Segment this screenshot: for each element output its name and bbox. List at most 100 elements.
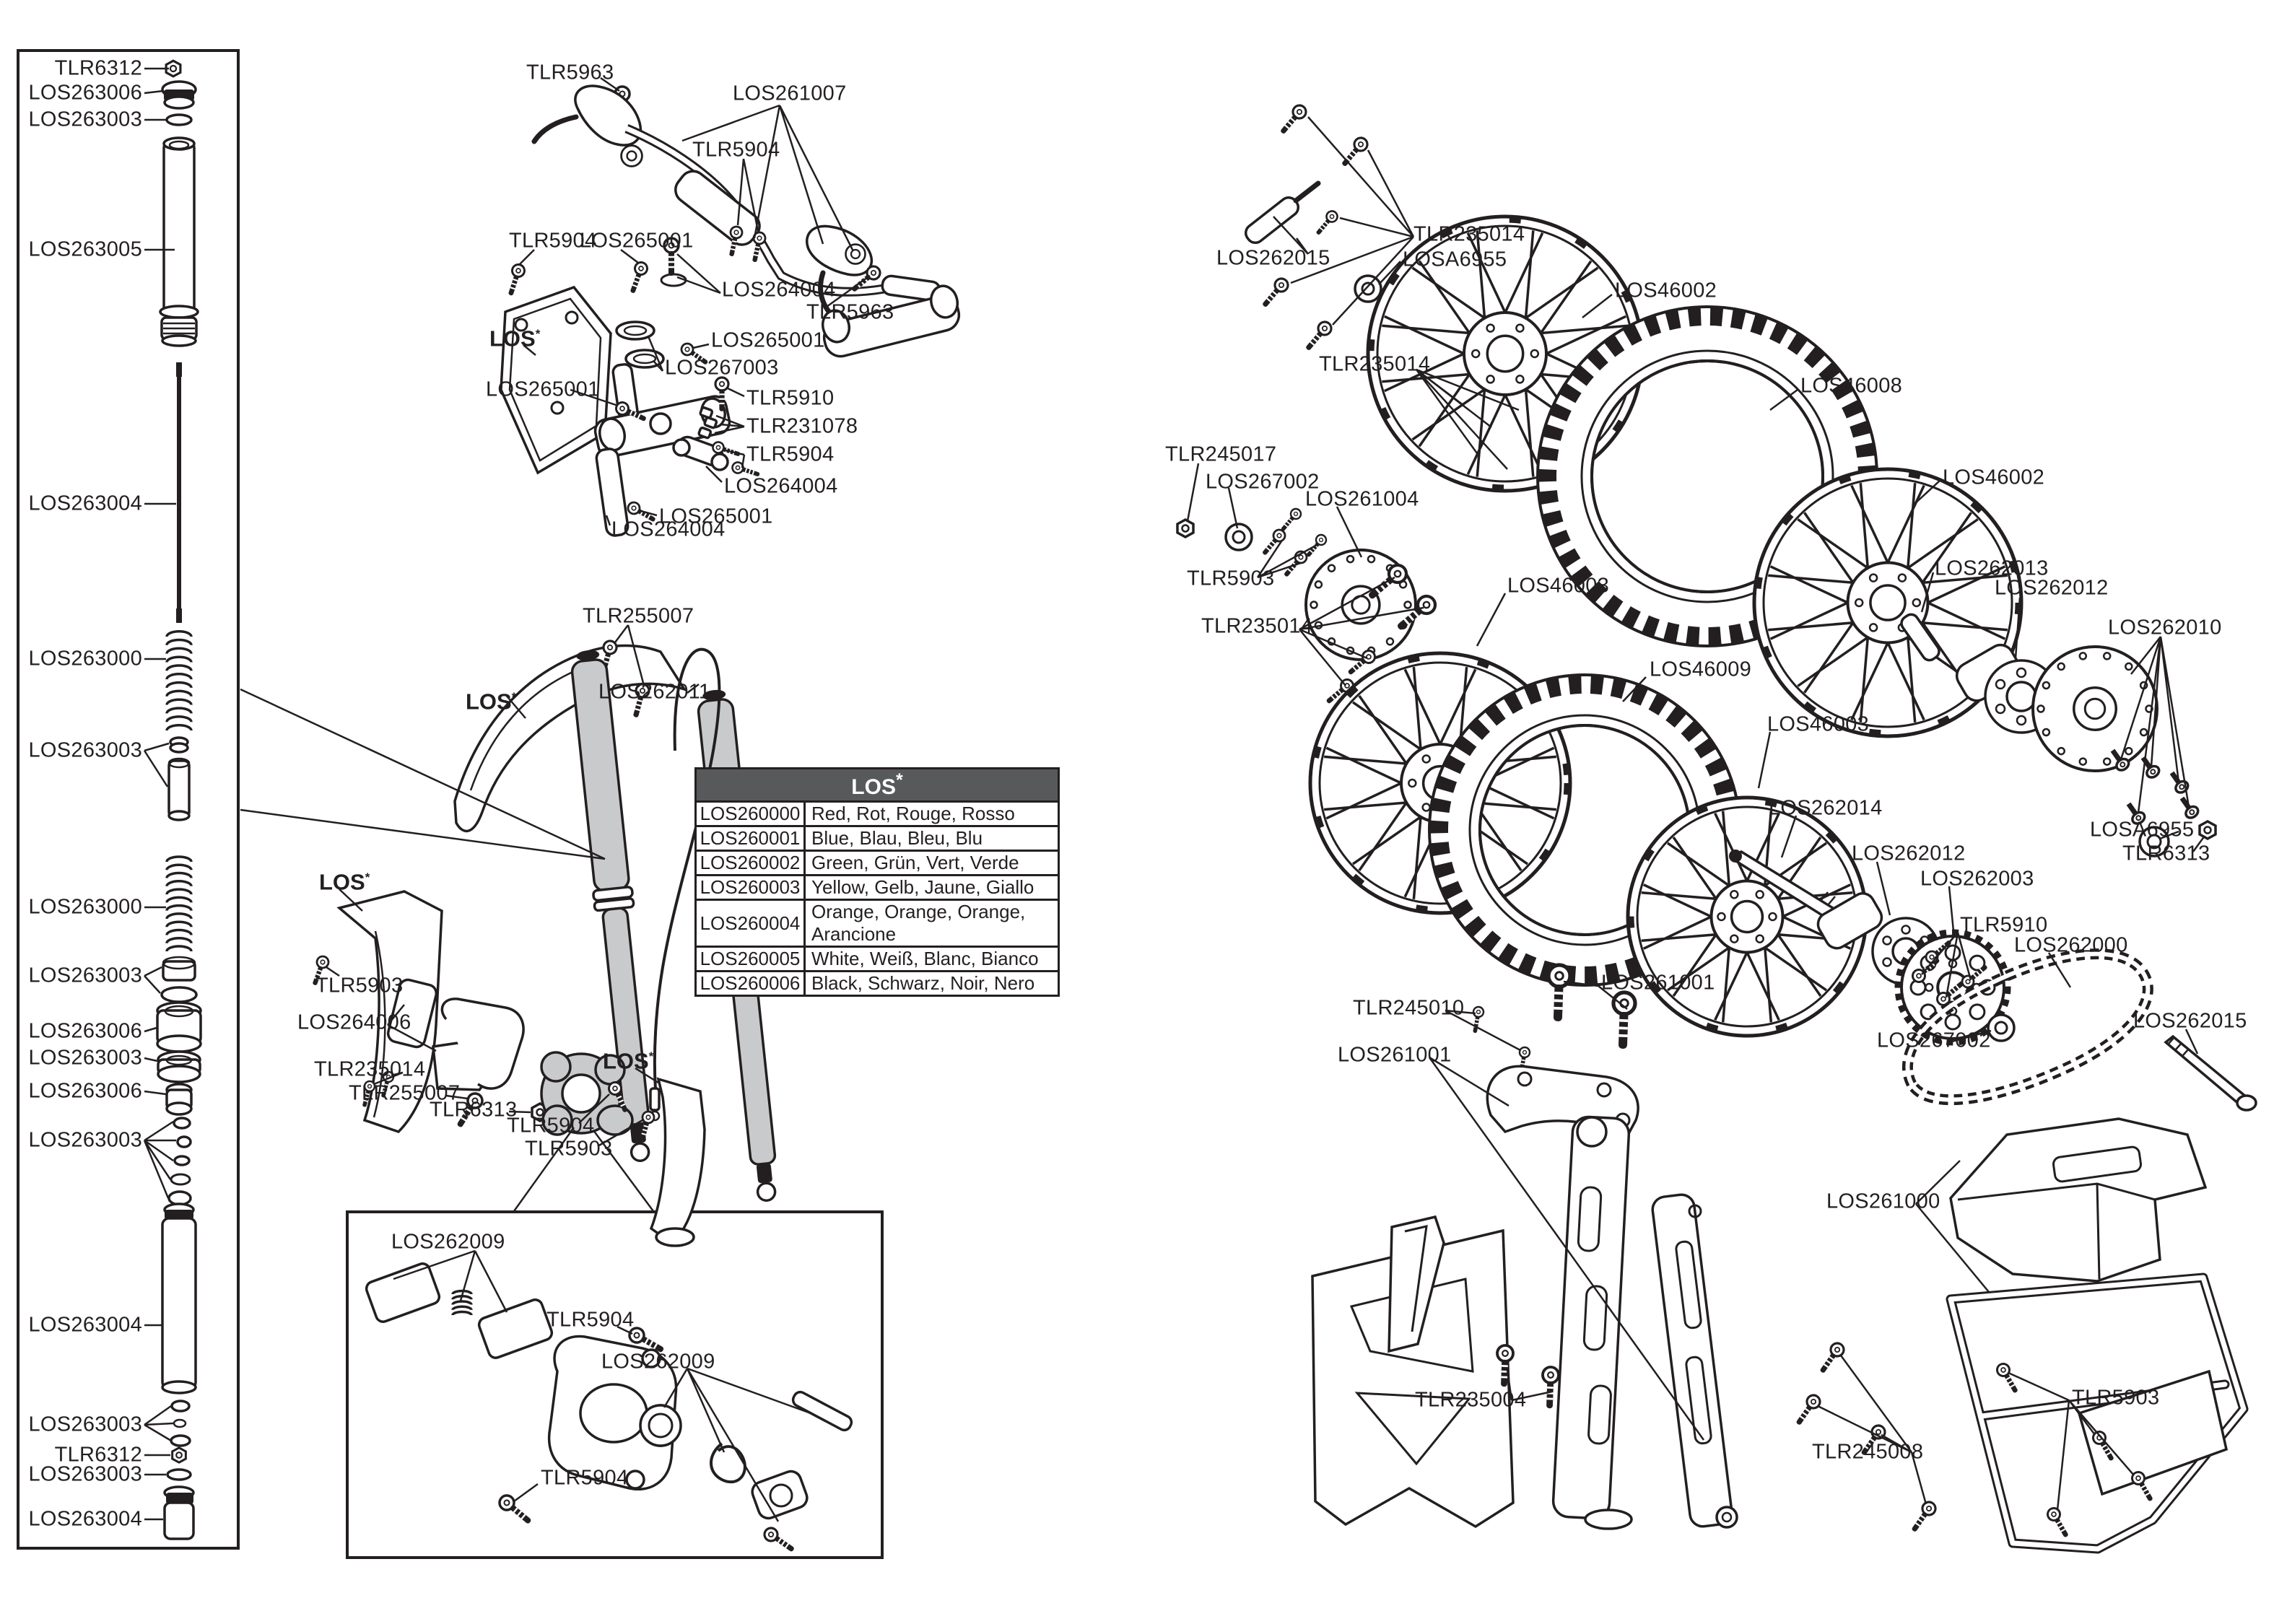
part-callout: TLR235004 bbox=[1415, 1388, 1527, 1412]
part-callout: TLR255007 bbox=[349, 1081, 461, 1105]
pad-pin bbox=[791, 1390, 853, 1432]
part-callout: TLR235014 bbox=[1413, 222, 1525, 246]
part-callout: LOS265001 bbox=[659, 505, 773, 528]
part-callout: LOS262015 bbox=[1216, 246, 1330, 270]
leader-lines-center bbox=[240, 77, 871, 1522]
brake-pad bbox=[477, 1298, 554, 1359]
part-callout: TLR231078 bbox=[746, 414, 858, 438]
stand-post bbox=[1551, 1115, 1633, 1530]
stand-right-assembly bbox=[1791, 1117, 2249, 1554]
part-callout: LOS267002 bbox=[1206, 470, 1320, 494]
part-callout: TLR5910 bbox=[1960, 913, 2048, 937]
part-callout: TLR5903 bbox=[315, 974, 404, 997]
color-part-number: LOS260002 bbox=[694, 850, 806, 876]
part-callout: TLR5904 bbox=[692, 138, 780, 162]
part-callout: TLR5963 bbox=[806, 300, 894, 324]
part-callout: LOS263003 bbox=[28, 1046, 142, 1070]
piston bbox=[639, 1404, 682, 1447]
color-names: White, Weiß, Blanc, Bianco bbox=[803, 946, 1060, 972]
part-callout: TLR5904 bbox=[541, 1466, 629, 1490]
retainer-spring bbox=[710, 1442, 746, 1484]
color-names: Yellow, Gelb, Jaune, Giallo bbox=[803, 874, 1060, 901]
part-callout: LOS262009 bbox=[601, 1350, 715, 1374]
part-callout: LOS263003 bbox=[28, 964, 142, 987]
part-callout: LOS261001 bbox=[1601, 971, 1715, 995]
color-part-number: LOS260004 bbox=[694, 899, 806, 948]
caliper-detail-parts bbox=[365, 1262, 853, 1557]
fork-spring bbox=[165, 855, 193, 952]
part-callout: TLR235014 bbox=[314, 1057, 426, 1081]
part-callout: LOS265001 bbox=[486, 377, 600, 401]
part-callout: TLR255007 bbox=[583, 604, 694, 628]
fork-internal-parts bbox=[156, 59, 202, 1540]
brake-pad bbox=[365, 1262, 441, 1323]
leader-lines-right bbox=[1186, 116, 2206, 1511]
part-callout: LOS265001 bbox=[711, 328, 825, 352]
part-callout: TLR6313 bbox=[2122, 842, 2210, 865]
part-callout: LOS263003 bbox=[28, 1462, 142, 1486]
part-callout: LOS262012 bbox=[1995, 576, 2109, 600]
part-callout: LOS263004 bbox=[28, 1507, 142, 1531]
part-callout: LOS* bbox=[603, 1048, 654, 1074]
color-part-number: LOS260000 bbox=[694, 800, 806, 827]
part-callout: LOS* bbox=[489, 326, 541, 352]
adjuster bbox=[751, 1470, 809, 1520]
part-callout: LOS262009 bbox=[391, 1230, 505, 1254]
part-callout: TLR5904 bbox=[507, 1114, 595, 1138]
part-callout: TLR5903 bbox=[2072, 1386, 2160, 1410]
part-callout: LOS263003 bbox=[28, 738, 142, 762]
part-callout: TLR6313 bbox=[430, 1098, 518, 1122]
drive-chain bbox=[1901, 948, 2153, 1106]
rear-wheel-cluster bbox=[1176, 505, 2257, 1112]
brake-rotor-art bbox=[2031, 645, 2158, 772]
color-part-number: LOS260003 bbox=[694, 874, 806, 901]
bar-mount bbox=[386, 978, 438, 1049]
color-part-number: LOS260006 bbox=[694, 970, 806, 997]
part-callout: LOS46008 bbox=[1800, 374, 1903, 398]
part-callout: LOS262000 bbox=[2014, 933, 2128, 957]
part-callout: LOS263005 bbox=[28, 237, 142, 261]
fork-spring bbox=[165, 629, 193, 731]
part-callout: LOS46009 bbox=[1650, 658, 1752, 681]
part-callout: TLR5904 bbox=[746, 442, 835, 466]
part-callout: LOS263003 bbox=[28, 1128, 142, 1152]
stand-frame bbox=[1946, 1272, 2249, 1554]
part-callout: TLR245008 bbox=[1812, 1440, 1924, 1464]
color-names: Blue, Blau, Bleu, Blu bbox=[803, 825, 1060, 852]
stand-left-assembly bbox=[1311, 964, 1738, 1530]
chain-guide bbox=[1388, 1215, 1445, 1353]
color-names: Green, Grün, Vert, Verde bbox=[803, 850, 1060, 876]
caliper-body bbox=[548, 1335, 678, 1490]
part-callout: LOS261007 bbox=[733, 82, 847, 105]
part-callout: LOS262011 bbox=[598, 680, 711, 704]
brake-lever-left bbox=[574, 84, 642, 147]
part-callout: LOS264004 bbox=[724, 474, 838, 498]
stand-brace bbox=[1651, 1193, 1738, 1529]
part-callout: TLR5903 bbox=[1187, 567, 1275, 590]
part-callout: TLR5963 bbox=[526, 61, 614, 84]
color-part-number: LOS260001 bbox=[694, 825, 806, 852]
color-part-number: LOS260005 bbox=[694, 946, 806, 972]
part-callout: TLR5910 bbox=[746, 386, 835, 410]
caliper-detail-box bbox=[346, 1210, 884, 1559]
part-callout: LOS263006 bbox=[28, 1079, 142, 1103]
wheel-bearing bbox=[2138, 826, 2170, 857]
part-callout: TLR5903 bbox=[525, 1137, 613, 1161]
part-callout: LOS264004 bbox=[722, 278, 836, 302]
part-callout: LOS262013 bbox=[1935, 556, 2049, 580]
front-wheel-cluster bbox=[1244, 101, 2217, 857]
part-callout: LOS46003 bbox=[1507, 574, 1610, 598]
part-callout: TLR235014 bbox=[1201, 614, 1313, 638]
wheel-spacer bbox=[1900, 613, 1940, 662]
part-callout: TLR5904 bbox=[509, 229, 597, 253]
part-callout: LOS46003 bbox=[1767, 712, 1870, 736]
part-callout: TLR6312 bbox=[54, 1443, 142, 1467]
part-callout: LOS261000 bbox=[1826, 1189, 1940, 1213]
